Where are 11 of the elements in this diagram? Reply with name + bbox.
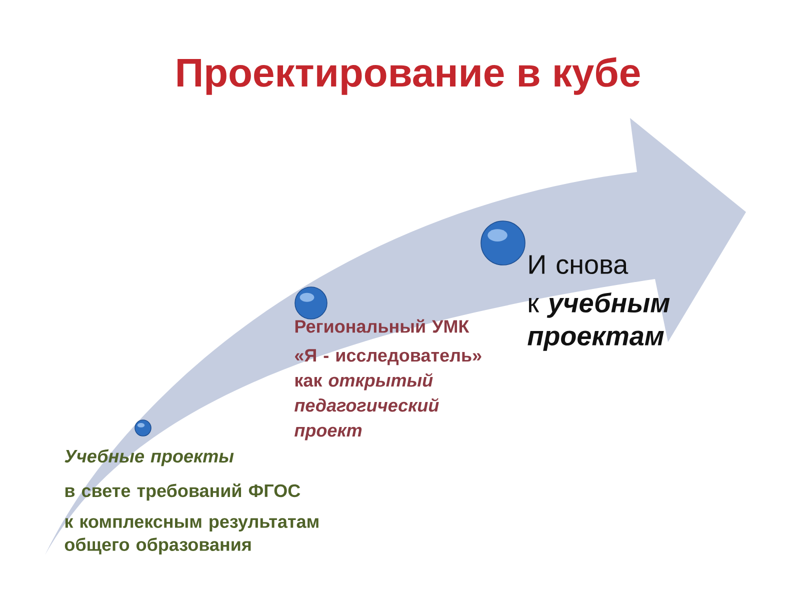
stage-text: в свете требований ФГОС: [65, 484, 300, 501]
stage-heading: И снова: [529, 255, 628, 274]
stage-heading: Региональный УМК: [295, 319, 470, 333]
ball-marker: [134, 420, 152, 436]
ball-marker: [294, 286, 328, 320]
stage-heading: Учебные проекты: [64, 449, 234, 466]
title: Проектирование в кубе: [178, 57, 640, 95]
stage-text: к комплексным результатам общего образования: [64, 518, 318, 555]
stage-text: к учебным проектам: [528, 292, 670, 351]
stage-text: «Я - исследователь» как открытый педагогический проект: [294, 349, 482, 440]
ball-marker: [480, 220, 526, 266]
